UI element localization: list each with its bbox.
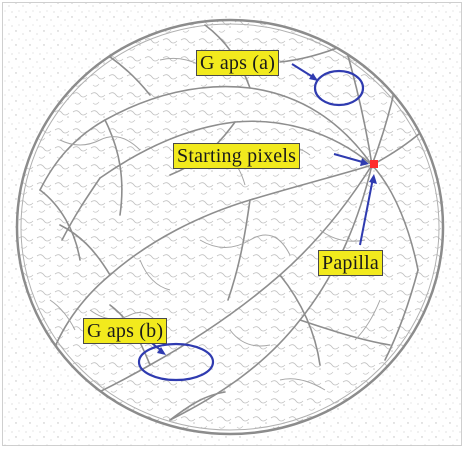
vessel-tree	[39, 24, 437, 421]
starting-pixels-arrow	[333, 153, 367, 164]
label-papilla: Papilla	[318, 250, 383, 276]
label-starting-pixels: Starting pixels	[173, 143, 301, 169]
gaps-b-arrowhead	[157, 347, 166, 355]
gaps-b-highlight-ellipse	[137, 342, 215, 382]
label-gaps-b: G aps (b)	[83, 318, 168, 344]
fundus-outer-boundary	[15, 18, 445, 436]
gaps-a-highlight-ellipse	[313, 69, 365, 107]
starting-pixel-marker	[370, 160, 378, 168]
papilla-arrow	[359, 177, 374, 246]
papilla-arrowhead	[369, 174, 377, 184]
starting-pixels-arrowhead	[360, 158, 369, 166]
gaps-a-arrowhead	[309, 73, 318, 81]
fundus-texture	[17, 20, 443, 434]
fundus-inner-boundary	[20, 23, 440, 431]
label-gaps-a: G aps (a)	[196, 50, 280, 76]
